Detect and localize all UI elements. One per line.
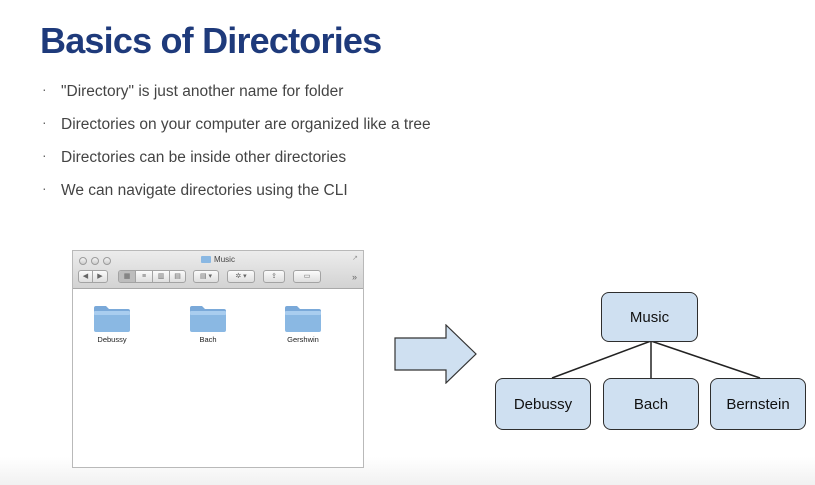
finder-window: Music ↗ ◀▶ ▦≡▥▤ ▤ ▾ ✲ ▾ ⇪ ▭ » Debussy Ba… xyxy=(72,250,364,468)
bullet-marker: · xyxy=(42,81,47,97)
back-forward-buttons: ◀▶ xyxy=(78,270,108,283)
arrange-button[interactable]: ▤ ▾ xyxy=(193,270,219,283)
tree-node-root: Music xyxy=(601,292,698,342)
share-button[interactable]: ⇪ xyxy=(263,270,285,283)
tree-node-child: Bernstein xyxy=(710,378,806,430)
back-button[interactable]: ◀ xyxy=(79,271,93,282)
bullet-marker: · xyxy=(42,114,47,130)
window-title: Music xyxy=(73,255,363,264)
folder-item[interactable]: Debussy xyxy=(82,303,142,344)
window-title-text: Music xyxy=(214,255,235,264)
tree-edge xyxy=(650,340,761,379)
column-view-button[interactable]: ▥ xyxy=(153,271,170,282)
tree-edge xyxy=(551,340,652,379)
folder-label: Debussy xyxy=(97,335,127,344)
view-mode-buttons: ▦≡▥ ▤ xyxy=(118,270,186,283)
folder-title-icon xyxy=(201,256,212,263)
bullet-text: "Directory" is just another name for fol… xyxy=(61,83,344,100)
close-window-button[interactable] xyxy=(79,257,87,265)
icon-view-button[interactable]: ▦ xyxy=(119,271,136,282)
tree-node-child: Bach xyxy=(603,378,699,430)
folder-item[interactable]: Gershwin xyxy=(273,303,333,344)
forward-button[interactable]: ▶ xyxy=(97,273,103,280)
zoom-window-button[interactable] xyxy=(103,257,111,265)
bullet-marker: · xyxy=(42,180,47,196)
right-arrow-icon xyxy=(394,324,477,384)
folder-icon xyxy=(94,306,130,332)
bullet-marker: · xyxy=(42,147,47,163)
bullet-text: Directories on your computer are organiz… xyxy=(61,116,431,133)
list-view-button[interactable]: ≡ xyxy=(136,271,153,282)
folder-label: Bach xyxy=(199,335,217,344)
finder-toolbar: Music ↗ ◀▶ ▦≡▥▤ ▤ ▾ ✲ ▾ ⇪ ▭ » xyxy=(73,251,363,289)
folder-item[interactable]: Bach xyxy=(178,303,238,344)
edit-tags-button[interactable]: ▭ xyxy=(293,270,321,283)
slide-title: Basics of Directories xyxy=(40,20,382,61)
tree-node-child: Debussy xyxy=(495,378,591,430)
folder-icon xyxy=(190,306,226,332)
minimize-window-button[interactable] xyxy=(91,257,99,265)
bullet-text: We can navigate directories using the CL… xyxy=(61,182,348,199)
cover-flow-button[interactable]: ▤ xyxy=(174,273,181,280)
folder-icon xyxy=(285,306,321,332)
toolbar-toggle-icon[interactable]: ↗ xyxy=(352,255,358,262)
folder-label: Gershwin xyxy=(287,335,319,344)
action-gear-button[interactable]: ✲ ▾ xyxy=(227,270,255,283)
bullet-text: Directories can be inside other director… xyxy=(61,149,347,166)
toolbar-overflow-icon[interactable]: » xyxy=(351,272,357,282)
